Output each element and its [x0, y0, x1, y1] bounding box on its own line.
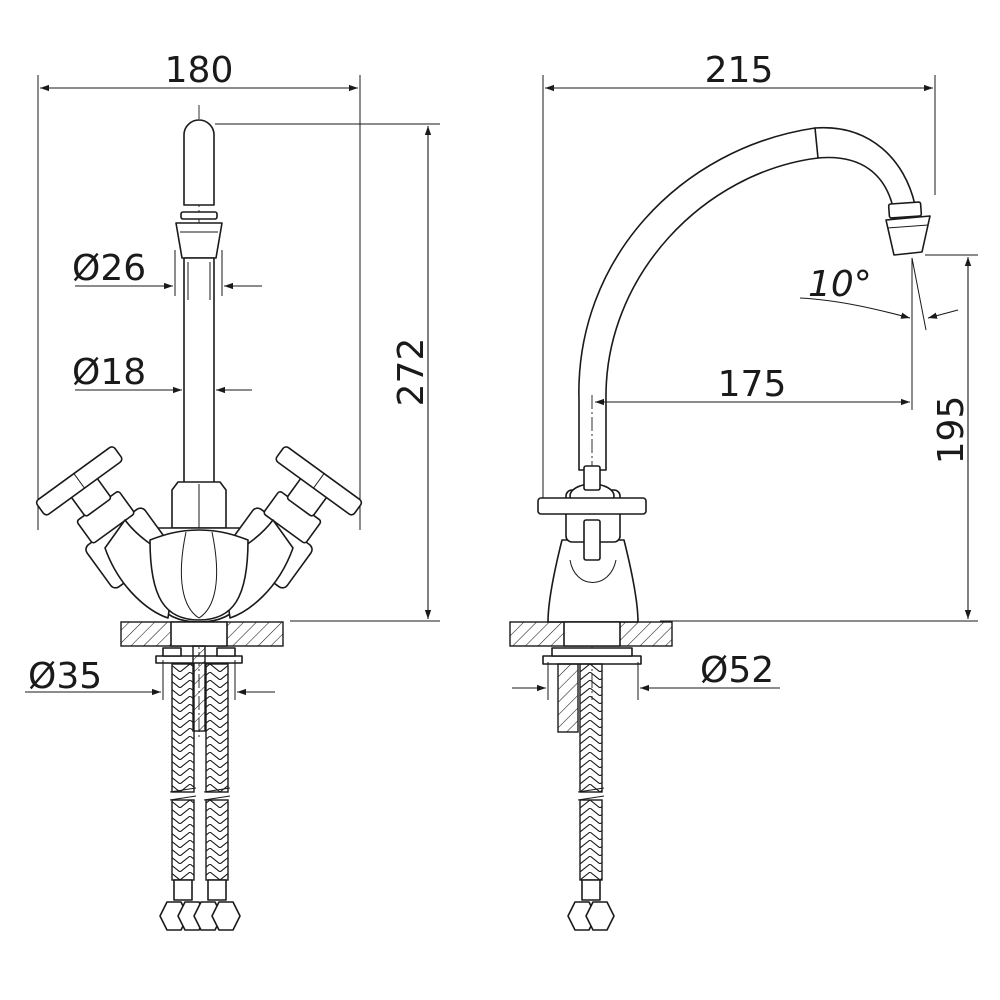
side-mounting-hardware [542, 621, 642, 733]
front-right-hose [193, 663, 241, 931]
mount-diameter-label: Ø35 [28, 656, 102, 697]
front-height-label: 272 [391, 338, 432, 407]
side-valve-body [537, 465, 647, 623]
side-width-label: 215 [705, 50, 774, 91]
front-left-hose [159, 663, 207, 931]
side-view: 215 195 10° 175 [509, 50, 978, 931]
side-reach-label: 175 [718, 364, 787, 405]
spray-angle-label: 10° [808, 264, 872, 305]
front-view: 180 272 Ø26 Ø18 [25, 50, 440, 931]
front-width-label: 180 [165, 50, 234, 91]
side-height-label: 195 [931, 396, 972, 465]
base-diameter-label: Ø52 [700, 650, 774, 691]
spout-inner-diameter-label: Ø18 [72, 352, 146, 393]
spout-outer-diameter-label: Ø26 [72, 248, 146, 289]
side-spout [578, 126, 931, 471]
side-hose [567, 663, 615, 931]
front-spout [175, 119, 223, 487]
